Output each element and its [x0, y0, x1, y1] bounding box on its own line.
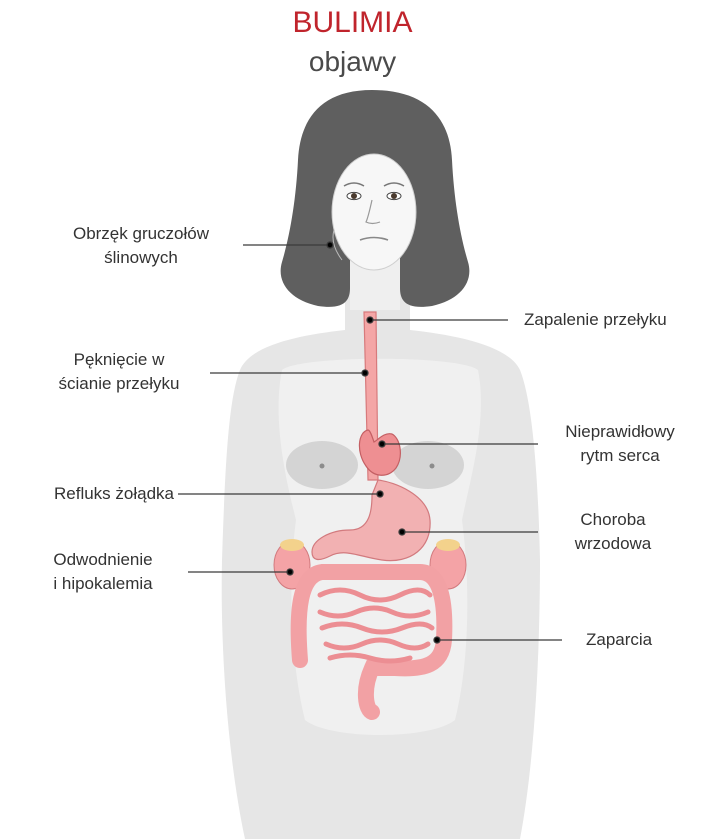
- right-nipple: [430, 464, 435, 469]
- label-salivary-line-2: ślinowych: [46, 246, 236, 270]
- label-dehydration-line-2: i hipokalemia: [22, 572, 184, 596]
- label-arrhythmia: Nieprawidłowy rytm serca: [540, 420, 700, 468]
- label-constipation-line-1: Zaparcia: [586, 628, 652, 652]
- rupture-dot: [362, 370, 368, 376]
- label-reflux-line-1: Refluks żołądka: [18, 482, 174, 506]
- label-salivary: Obrzęk gruczołów ślinowych: [46, 222, 236, 270]
- esophagitis-dot: [367, 317, 373, 323]
- label-arrhythmia-line-1: Nieprawidłowy: [540, 420, 700, 444]
- label-esophagitis-line-1: Zapalenie przełyku: [524, 308, 667, 332]
- left-iris: [351, 193, 357, 199]
- label-dehydration: Odwodnienie i hipokalemia: [22, 548, 184, 596]
- right-iris: [391, 193, 397, 199]
- right-adrenal: [436, 539, 460, 551]
- label-ulcer: Choroba wrzodowa: [548, 508, 678, 556]
- label-rupture-line-1: Pęknięcie w: [30, 348, 208, 372]
- ulcer-dot: [399, 529, 405, 535]
- salivary-dot: [327, 242, 333, 248]
- face: [332, 154, 416, 270]
- label-rupture: Pęknięcie w ścianie przełyku: [30, 348, 208, 396]
- label-reflux: Refluks żołądka: [18, 482, 174, 506]
- label-constipation: Zaparcia: [586, 628, 652, 652]
- reflux-dot: [377, 491, 383, 497]
- right-breast: [392, 441, 464, 489]
- constipation-dot: [434, 637, 440, 643]
- label-salivary-line-1: Obrzęk gruczołów: [46, 222, 236, 246]
- left-nipple: [320, 464, 325, 469]
- label-ulcer-line-2: wrzodowa: [548, 532, 678, 556]
- dehydration-dot: [287, 569, 293, 575]
- label-ulcer-line-1: Choroba: [548, 508, 678, 532]
- label-rupture-line-2: ścianie przełyku: [30, 372, 208, 396]
- subtitle: objawy: [0, 46, 705, 78]
- left-adrenal: [280, 539, 304, 551]
- label-esophagitis: Zapalenie przełyku: [524, 308, 667, 332]
- label-arrhythmia-line-2: rytm serca: [540, 444, 700, 468]
- title: BULIMIA: [0, 6, 705, 40]
- arrhythmia-dot: [379, 441, 385, 447]
- label-dehydration-line-1: Odwodnienie: [22, 548, 184, 572]
